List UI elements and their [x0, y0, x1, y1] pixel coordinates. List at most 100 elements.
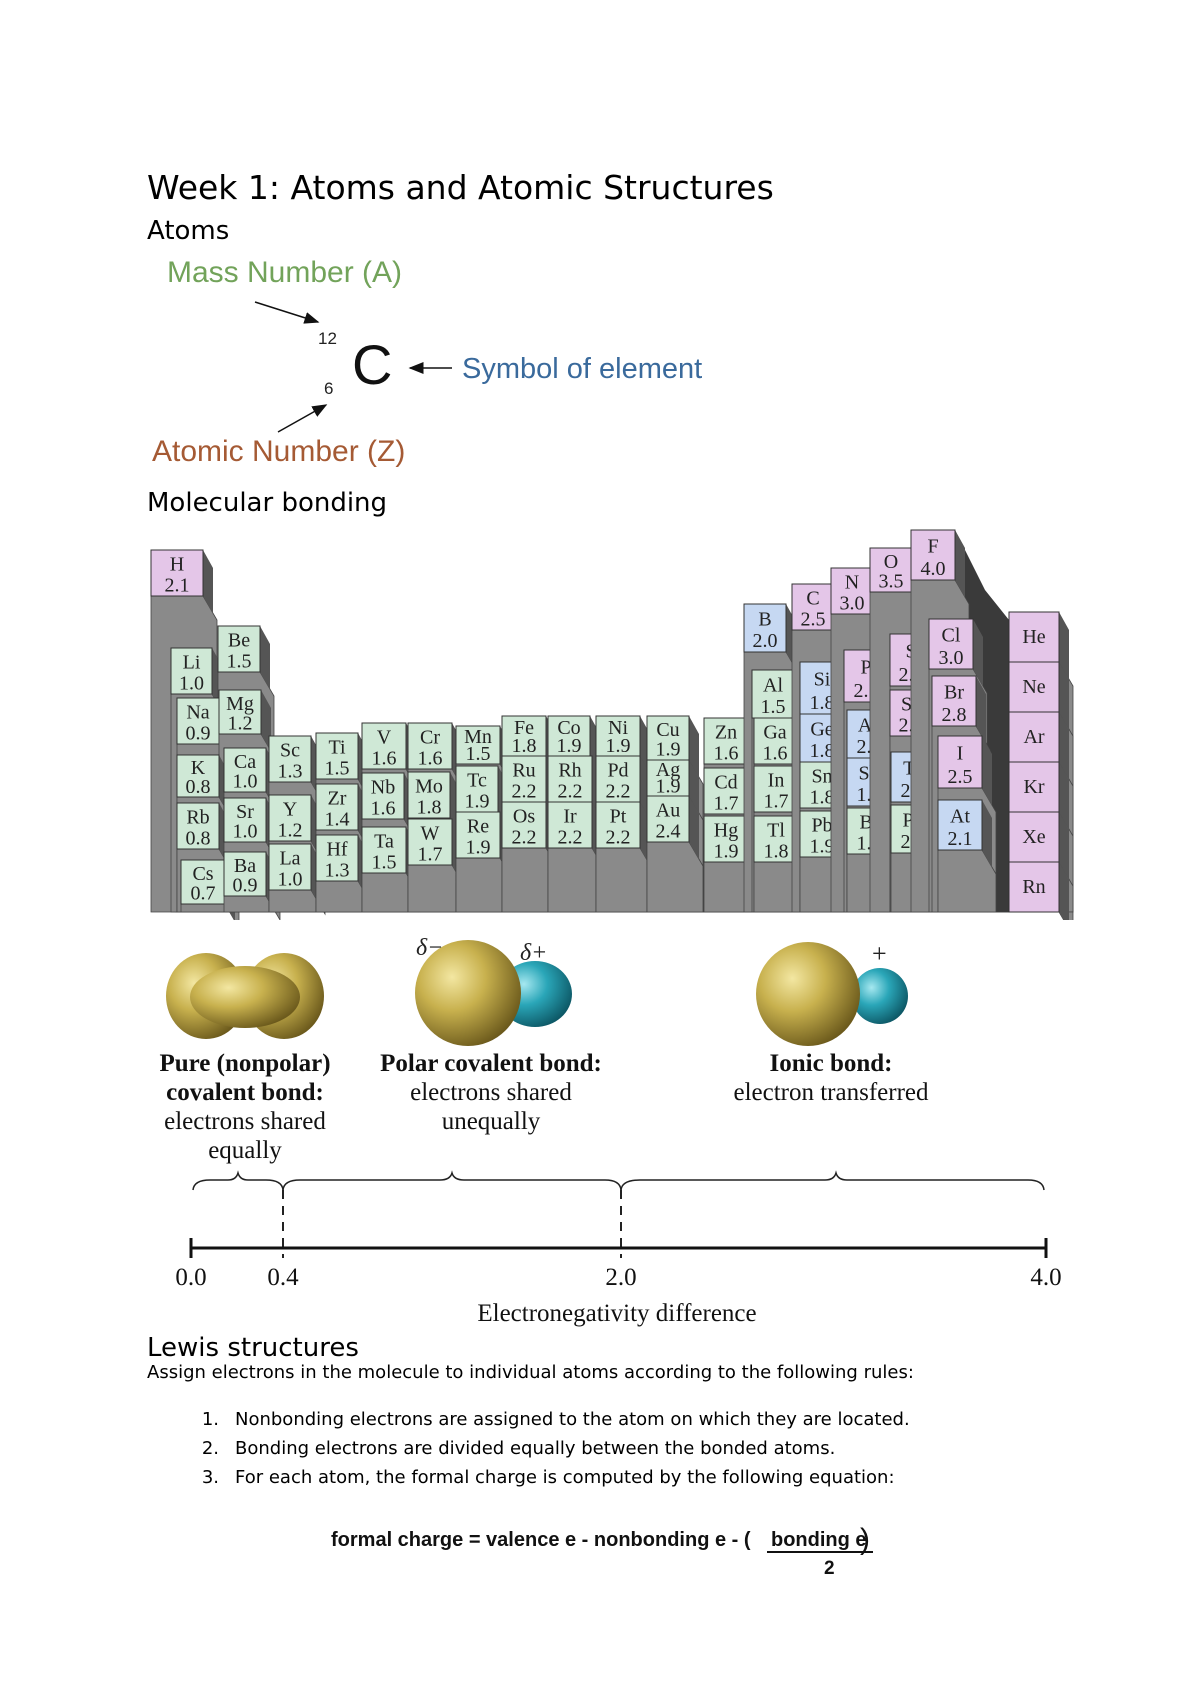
element-electronegativity-ru: 2.2	[512, 780, 537, 802]
element-electronegativity-tc: 1.9	[465, 790, 490, 812]
atomic-number-arrow	[277, 404, 328, 433]
element-symbol-pd: Pd	[607, 760, 628, 782]
element-symbol-ta: Ta	[374, 831, 394, 853]
atomic-number-value: 6	[324, 379, 333, 398]
section-heading-molecular-bonding: Molecular bonding	[147, 488, 388, 518]
element-electronegativity-y: 1.2	[278, 819, 303, 841]
element-electronegativity-ta: 1.5	[372, 851, 397, 873]
list-item: 1.Nonbonding electrons are assigned to t…	[201, 1409, 910, 1430]
element-electronegativity-pd: 2.2	[606, 780, 631, 802]
electronegativity-axis	[189, 1238, 1048, 1258]
element-symbol-k: K	[191, 757, 206, 779]
element-symbol-c: C	[806, 588, 819, 610]
element-symbol-fe: Fe	[514, 717, 534, 739]
element-symbol-sn: Sn	[811, 766, 832, 788]
atomic-number-label: Atomic Number (Z)	[152, 435, 405, 468]
element-symbol-ni: Ni	[608, 717, 628, 739]
nonpolar-caption-line3: electrons shared	[164, 1108, 326, 1135]
element-electronegativity-ba: 0.9	[233, 875, 258, 897]
element-symbol-f: F	[927, 536, 938, 558]
element-symbol-rb: Rb	[186, 807, 209, 829]
element-electronegativity-cl: 3.0	[939, 647, 964, 669]
ionic-caption-line1: Ionic bond:	[770, 1050, 893, 1077]
element-symbol-y: Y	[283, 799, 297, 821]
element-symbol-mo: Mo	[415, 776, 443, 798]
element-symbol-i: I	[957, 742, 964, 764]
element-symbol-cl: Cl	[942, 625, 961, 647]
element-symbol-os: Os	[513, 806, 535, 828]
axis-tick-2-0: 2.0	[605, 1264, 636, 1291]
polar-caption-line3: unequally	[442, 1108, 541, 1135]
range-braces	[192, 1170, 1045, 1191]
formula-right-paren: )	[860, 1523, 870, 1556]
element-symbol-xe: Xe	[1022, 826, 1045, 848]
element-electronegativity-si: 1.8	[810, 692, 835, 714]
plus-charge-label: +	[872, 939, 887, 968]
element-electronegativity-ge: 1.8	[810, 740, 835, 762]
element-symbol-at: At	[950, 806, 970, 828]
element-electronegativity-hg: 1.9	[714, 840, 739, 862]
ionic-molecule-model	[756, 942, 908, 1046]
element-electronegativity-ca: 1.0	[233, 771, 258, 793]
element-symbol-si: Si	[814, 668, 831, 690]
element-electronegativity-rh: 2.2	[558, 780, 583, 802]
symbol-label: Symbol of element	[462, 353, 702, 385]
element-symbol-mg: Mg	[226, 693, 254, 715]
element-electronegativity-f: 4.0	[921, 558, 946, 580]
element-symbol-sc: Sc	[280, 740, 300, 762]
element-symbol: C	[352, 333, 392, 396]
formula-main: formal charge = valence e - nonbonding e…	[331, 1529, 751, 1551]
element-symbol-li: Li	[183, 652, 201, 674]
element-electronegativity-o: 3.5	[879, 571, 904, 593]
element-symbol-ir: Ir	[563, 806, 577, 828]
element-electronegativity-n: 3.0	[840, 592, 865, 614]
element-symbol-cr: Cr	[420, 727, 440, 749]
element-symbol-b: B	[758, 609, 771, 631]
element-electronegativity-fe: 1.8	[512, 735, 537, 757]
element-electronegativity-hf: 1.3	[325, 859, 350, 881]
element-symbol-la: La	[279, 848, 300, 870]
element-symbol-zn: Zn	[715, 722, 737, 744]
element-electronegativity-nb: 1.6	[371, 797, 396, 819]
element-electronegativity-os: 2.2	[512, 826, 537, 848]
element-electronegativity-ag: 1.9	[656, 775, 681, 797]
element-electronegativity-i: 2.5	[948, 766, 973, 788]
element-electronegativity-mo: 1.8	[417, 796, 442, 818]
element-electronegativity-mn: 1.5	[466, 743, 491, 765]
element-electronegativity-w: 1.7	[418, 843, 443, 865]
element-symbol-in: In	[768, 770, 785, 792]
formula-denominator: 2	[824, 1558, 835, 1579]
element-symbol-hf: Hf	[326, 839, 347, 861]
lewis-intro-text: Assign electrons in the molecule to indi…	[147, 1362, 914, 1383]
element-symbol-ti: Ti	[328, 737, 346, 759]
element-symbol-co: Co	[557, 717, 580, 739]
list-item: 3.For each atom, the formal charge is co…	[201, 1467, 895, 1488]
element-electronegativity-b: 2.0	[753, 630, 778, 652]
mass-number-value: 12	[318, 329, 337, 348]
element-electronegativity-v: 1.6	[372, 747, 397, 769]
element-symbol-w: W	[421, 823, 440, 845]
polar-caption-line2: electrons shared	[410, 1079, 572, 1106]
element-electronegativity-sr: 1.0	[233, 821, 258, 843]
nonpolar-molecule-model	[166, 953, 324, 1039]
atom-notation-diagram: Mass Number (A) 12 C 6 Symbol of element…	[152, 256, 702, 468]
page-title: Week 1: Atoms and Atomic Structures	[147, 168, 774, 207]
mass-number-arrow	[254, 301, 320, 324]
delta-minus-label: δ−	[416, 935, 443, 961]
element-symbol-hg: Hg	[714, 820, 738, 842]
axis-label: Electronegativity difference	[477, 1300, 756, 1327]
element-electronegativity-re: 1.9	[466, 836, 491, 858]
element-symbol-ge: Ge	[810, 719, 833, 741]
element-electronegativity-cu: 1.9	[656, 739, 681, 761]
element-electronegativity-cd: 1.7	[714, 792, 739, 814]
section-heading-atoms: Atoms	[147, 216, 230, 246]
element-electronegativity-h: 2.1	[165, 574, 190, 596]
element-electronegativity-ni: 1.9	[606, 735, 631, 757]
bond-types-figure: δ− δ+ + Pure (nonpolar) covalent bond: e…	[159, 935, 1061, 1327]
element-symbol-be: Be	[228, 630, 250, 652]
lewis-rules-list: 1.Nonbonding electrons are assigned to t…	[147, 1405, 910, 1492]
element-symbol-tl: Tl	[767, 820, 785, 842]
element-tile-at: At2.1	[937, 799, 997, 913]
